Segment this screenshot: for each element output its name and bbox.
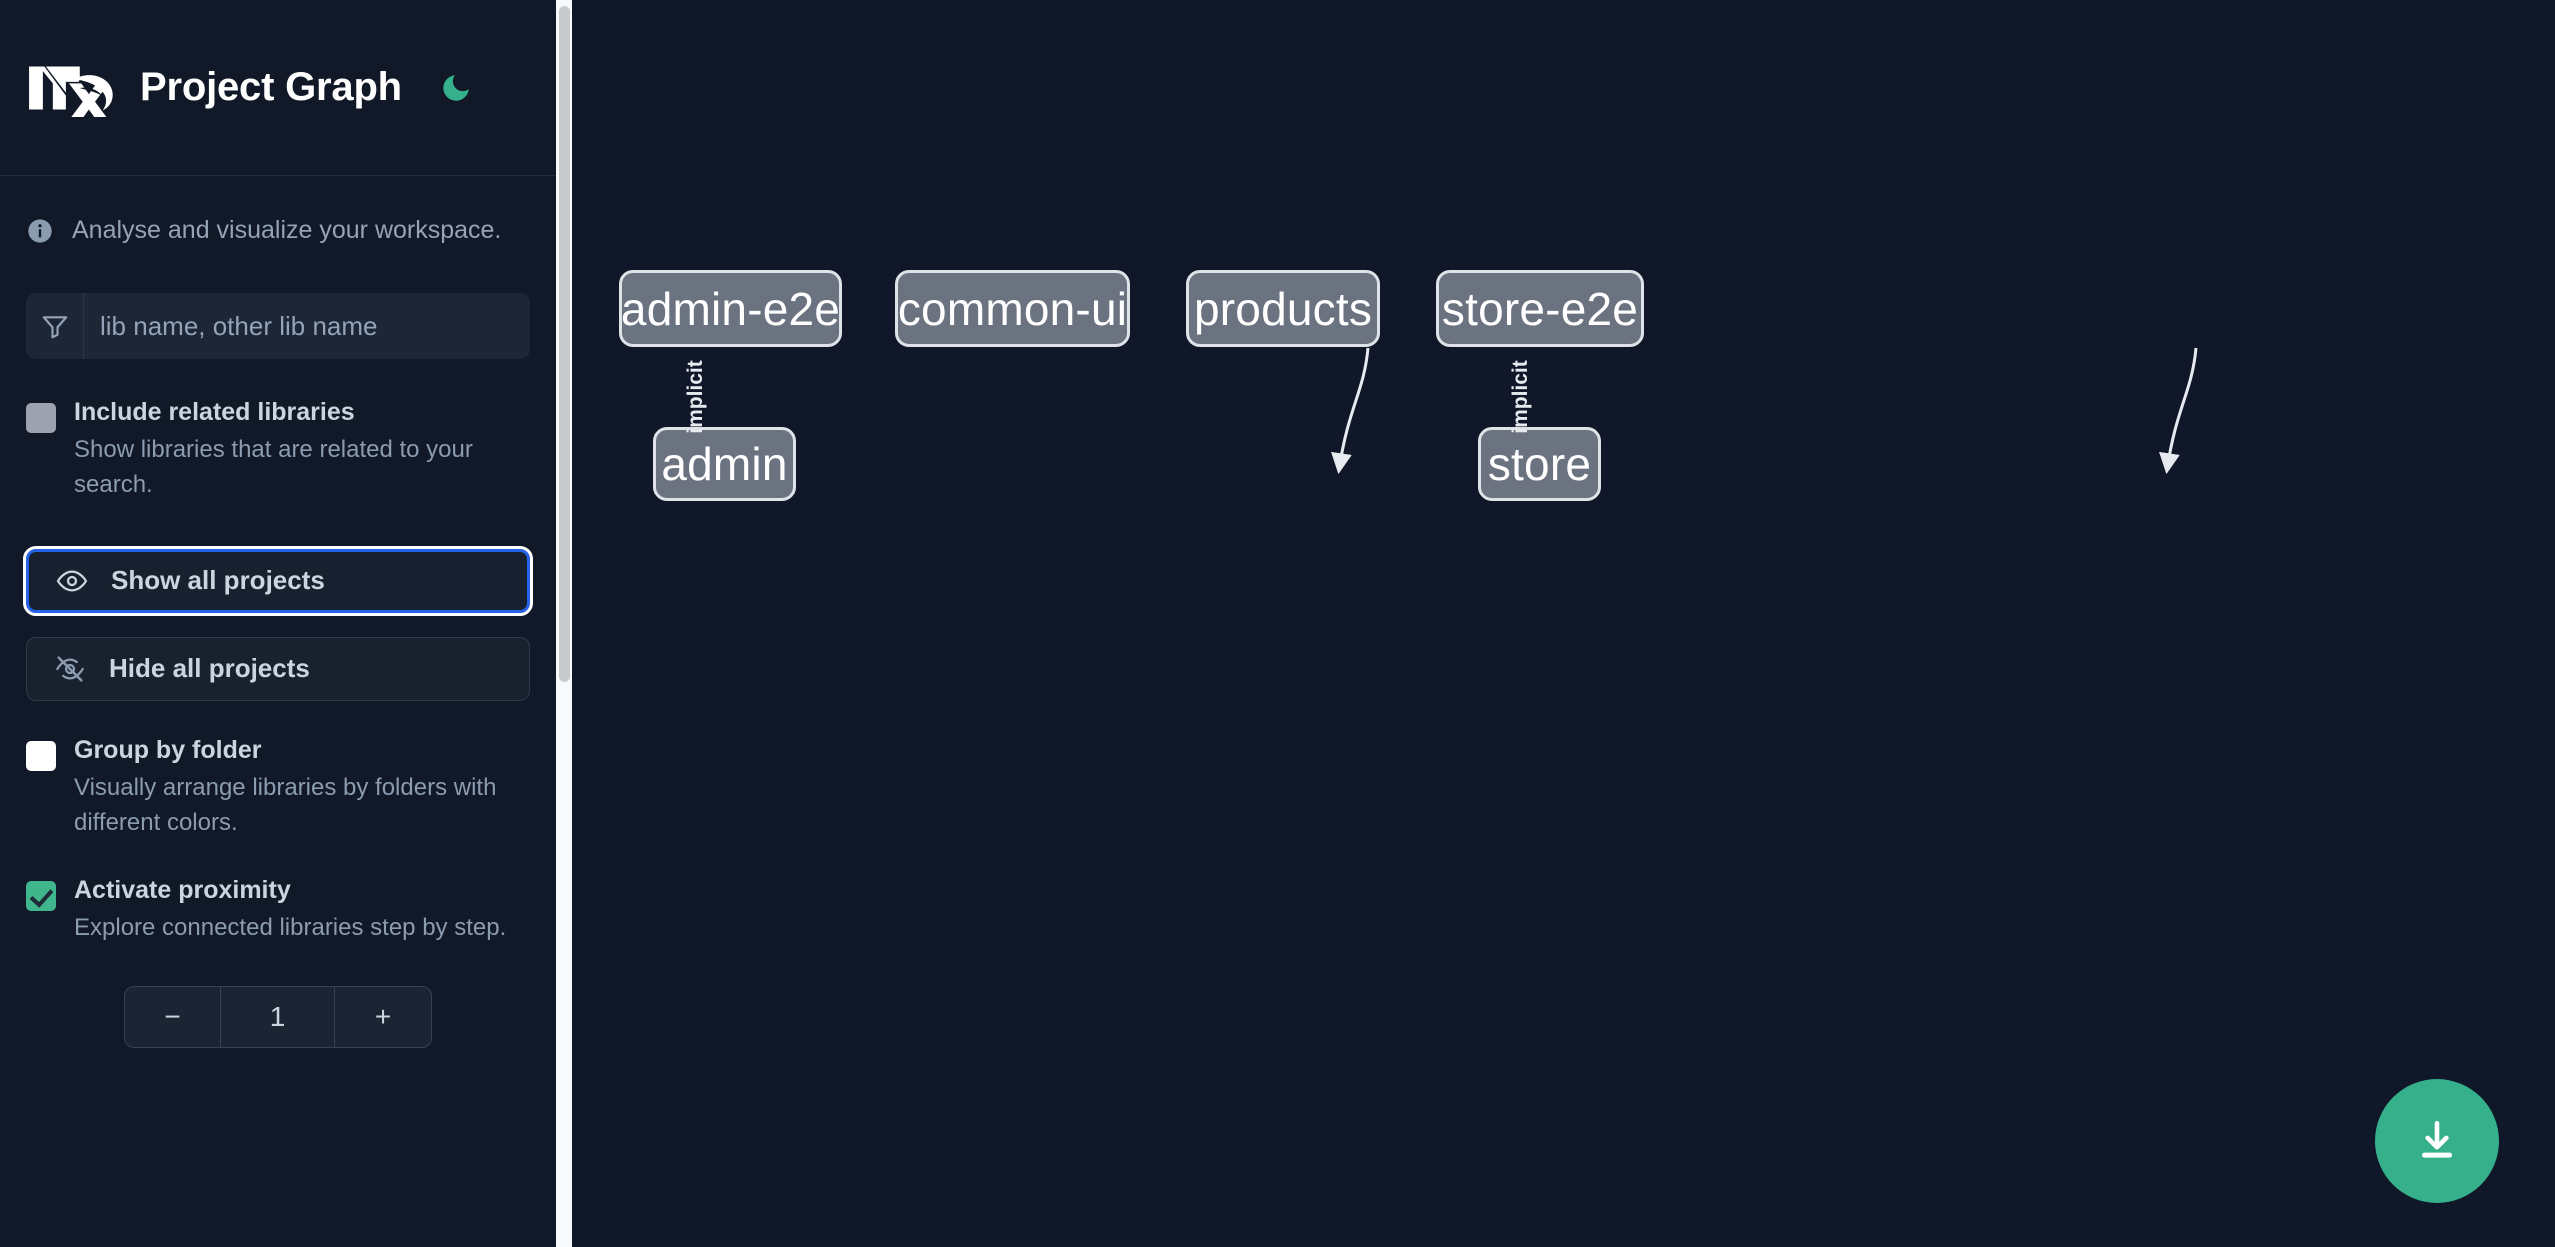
- filter-funnel-icon: [26, 293, 84, 359]
- proximity-stepper-row: − 1 +: [0, 985, 556, 1048]
- info-icon: [26, 217, 54, 245]
- increment-button[interactable]: +: [374, 1000, 392, 1032]
- option-description: Show libraries that are related to your …: [74, 436, 473, 499]
- page-title: Project Graph: [140, 65, 402, 109]
- hide-all-projects-button[interactable]: Hide all projects: [26, 636, 530, 701]
- option-activate-proximity[interactable]: Activate proximity Explore connected lib…: [0, 875, 556, 946]
- group-by-folder-checkbox[interactable]: [26, 740, 56, 771]
- tagline-row: Analyse and visualize your workspace.: [0, 176, 556, 245]
- proximity-value: 1: [221, 986, 335, 1047]
- option-label: Activate proximity: [74, 875, 291, 904]
- graph-node-store[interactable]: store: [1478, 427, 1601, 501]
- tagline-text: Analyse and visualize your workspace.: [72, 216, 502, 244]
- sidebar: Project Graph Analyse and visualize your…: [0, 0, 556, 1247]
- eye-off-icon: [53, 652, 87, 686]
- option-group-by-folder[interactable]: Group by folder Visually arrange librari…: [0, 735, 556, 841]
- show-all-projects-label: Show all projects: [111, 565, 325, 596]
- nx-logo: [26, 59, 118, 120]
- option-include-related-libraries[interactable]: Include related libraries Show libraries…: [0, 397, 556, 503]
- edge-label-store-implicit: implicit: [1508, 360, 1532, 434]
- option-label: Group by folder: [74, 735, 262, 764]
- show-all-projects-button[interactable]: Show all projects: [23, 545, 533, 616]
- activate-proximity-checkbox[interactable]: [26, 880, 56, 911]
- option-label: Include related libraries: [74, 398, 355, 426]
- include-related-libraries-checkbox[interactable]: [26, 403, 56, 433]
- decrement-button[interactable]: −: [125, 986, 221, 1047]
- graph-canvas[interactable]: admin-e2e common-ui products store-e2e a…: [556, 0, 2555, 1247]
- option-description: Visually arrange libraries by folders wi…: [74, 774, 497, 836]
- graph-node-store-e2e[interactable]: store-e2e: [1436, 270, 1644, 347]
- edge-label-admin-implicit: implicit: [683, 360, 707, 434]
- hide-all-projects-label: Hide all projects: [109, 653, 310, 684]
- download-image-button[interactable]: [2375, 1079, 2499, 1203]
- proximity-stepper: − 1 +: [124, 985, 432, 1048]
- sidebar-scrollbar-thumb[interactable]: [559, 6, 570, 682]
- moon-icon[interactable]: [434, 66, 478, 110]
- graph-node-common-ui[interactable]: common-ui: [895, 270, 1130, 347]
- visibility-button-group: Show all projects Hide all projects: [0, 545, 556, 701]
- eye-icon: [55, 564, 89, 598]
- graph-node-admin[interactable]: admin: [653, 427, 796, 501]
- option-description: Explore connected libraries step by step…: [74, 913, 507, 941]
- graph-node-products[interactable]: products: [1186, 270, 1380, 347]
- search-input[interactable]: [84, 293, 530, 359]
- graph-node-admin-e2e[interactable]: admin-e2e: [619, 270, 842, 347]
- search-bar[interactable]: [26, 293, 530, 359]
- sidebar-header: Project Graph: [0, 0, 556, 176]
